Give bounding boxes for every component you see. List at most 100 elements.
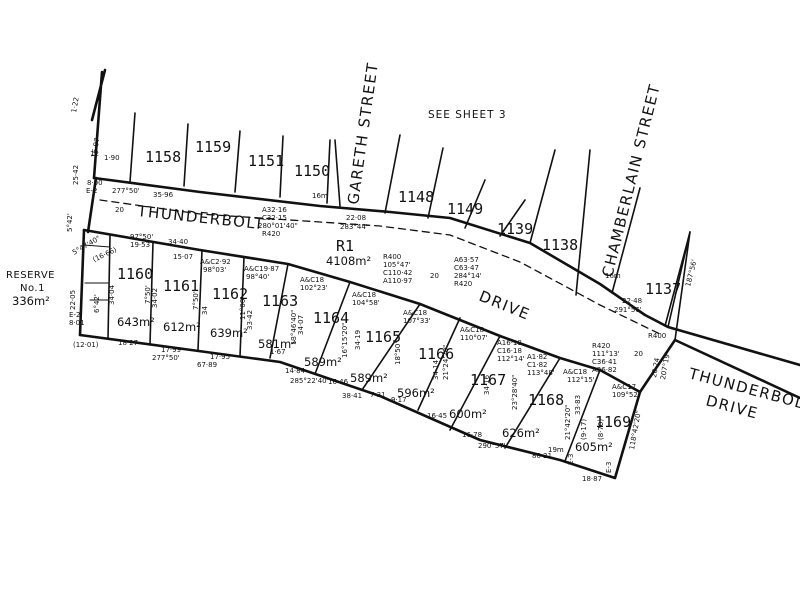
dimension-label: A&C18	[352, 291, 376, 299]
dimension-label: 113°48'	[527, 369, 555, 377]
dimension-label: R420	[592, 342, 610, 350]
lot-number: 1165	[365, 328, 401, 346]
dimension-label: C110·42	[383, 269, 412, 277]
dimension-label: 1·67	[270, 348, 286, 356]
dimension-label: C16·18	[497, 347, 522, 355]
dimension-label: 19m	[548, 446, 564, 454]
dimension-label: 1·22	[70, 97, 81, 114]
lot-number: 1163	[262, 292, 298, 310]
dimension-label: 34·07	[297, 315, 305, 335]
street-chamberlain: CHAMBERLAIN STREET	[598, 82, 664, 279]
lot-number: 1166	[418, 345, 454, 363]
dimension-label: 33·83	[574, 395, 582, 415]
dimension-label: E-3	[567, 454, 575, 465]
lot-number: 1162	[212, 285, 248, 303]
dimension-label: 105°47'	[383, 261, 411, 269]
upper-lot-label: 1139	[497, 220, 533, 238]
dimension-label: 34·19	[354, 330, 362, 350]
dimension-label: 38·41	[342, 392, 362, 400]
dimension-label: A16·18	[497, 339, 522, 347]
dimension-label: 98°03'	[203, 266, 226, 274]
lot-area: 596m²	[397, 386, 435, 400]
dimension-label: 9·17	[391, 396, 407, 404]
dimension-label: A32·16	[262, 206, 287, 214]
lot-number: 1160	[117, 265, 153, 283]
dimension-label: 34·16	[483, 374, 491, 395]
dimension-label: 277°50'	[152, 354, 180, 362]
dimension-label: 112°14'	[497, 355, 525, 363]
dimension-label: A110·97	[383, 277, 412, 285]
dimension-label: 7°50'	[144, 285, 152, 304]
dimension-label: A&C2·92	[200, 258, 231, 266]
dimension-label: A&C17	[612, 383, 636, 391]
dimension-label: 16m	[605, 272, 621, 280]
lot-area: 643m²	[117, 315, 155, 329]
dimension-label: C63·47	[454, 264, 479, 272]
dimension-label: 23°28'40"	[511, 375, 519, 410]
dimension-label: 34·14	[432, 359, 440, 380]
road-reserve-label: R1	[336, 237, 354, 255]
dimension-label: 18·87	[582, 475, 602, 483]
lot-number: 1169	[595, 413, 631, 431]
reserve-no1: RESERVE No.1 336m²	[6, 270, 55, 308]
dimension-label: 19·53	[130, 241, 150, 249]
dimension-label: 6°42'	[93, 294, 101, 313]
dimension-label: A&C18	[403, 309, 427, 317]
dimension-label: 112°15'	[567, 376, 595, 384]
north-road-boundary	[92, 176, 800, 367]
reserve-west-boundary	[78, 228, 86, 337]
dimension-label: (8·70)	[597, 419, 605, 440]
reserve-area: 336m²	[12, 294, 50, 308]
dimension-label: A&C18	[300, 276, 324, 284]
dimension-label: A36·82	[592, 366, 617, 374]
dimension-label: 12	[90, 150, 99, 158]
dimension-label: 34·02	[151, 288, 159, 308]
upper-lot-lines	[129, 112, 691, 327]
lot-area: 626m²	[502, 426, 540, 440]
dimension-label: 7·31	[370, 391, 386, 399]
dimension-label: 291°56'	[614, 306, 642, 314]
reserve-number: No.1	[20, 283, 45, 294]
dimension-label: R420	[262, 230, 280, 238]
upper-lot-label: 1151	[248, 152, 284, 170]
lower-lot-lines	[83, 235, 601, 462]
dimension-label: 11°00'	[239, 297, 247, 320]
lot-number: 1168	[528, 391, 564, 409]
upper-lot-label: 1159	[195, 138, 231, 156]
road-reserve-r1: R1 4108m²	[326, 237, 371, 268]
dimension-label: 16m	[312, 192, 328, 200]
dimension-label: 20·24	[650, 357, 661, 379]
lot-number: 1164	[313, 309, 349, 327]
dimension-label: A1·82	[527, 353, 547, 361]
dimension-label: A&C18	[563, 368, 587, 376]
dimension-label: E-2	[86, 187, 97, 195]
dimension-label: 20	[115, 206, 124, 214]
lot-number: 1161	[163, 277, 199, 295]
dimension-label: 22·05	[69, 290, 77, 310]
dimension-label: A&C18	[460, 326, 484, 334]
dimension-label: 280°01'40"	[258, 222, 298, 230]
upper-lot-label: 1150	[294, 162, 330, 180]
dimension-label: 34·40	[168, 238, 188, 246]
upper-lot-label: 1138	[542, 236, 578, 254]
dimension-label: 17·95	[210, 353, 230, 361]
dimension-label: (12·01)	[73, 341, 99, 349]
dimension-label: 18·27	[118, 339, 138, 347]
dimension-label: C1·82	[527, 361, 547, 369]
lot-area: 589m²	[350, 371, 388, 385]
street-gareth: GARETH STREET	[344, 61, 382, 206]
dimension-label: 16·45	[427, 412, 447, 420]
dimension-label: R400	[648, 332, 666, 340]
dimension-label: 8·00	[87, 179, 103, 187]
see-sheet-label: SEE SHEET 3	[428, 109, 507, 121]
dimension-label: 283°44'	[340, 223, 368, 231]
road-reserve-area: 4108m²	[326, 254, 371, 268]
dimension-label: 16·46	[328, 378, 349, 386]
reserve-label: RESERVE	[6, 270, 55, 281]
dimension-annotations: 277°50' 35·96 1·90 A32·16 C32·15 280°01'…	[66, 97, 699, 483]
dimension-label: 107°33'	[403, 317, 431, 325]
lot-area: 639m²	[210, 326, 248, 340]
dimension-label: (16·66)	[91, 246, 118, 264]
dimension-label: 98°40'	[246, 273, 269, 281]
